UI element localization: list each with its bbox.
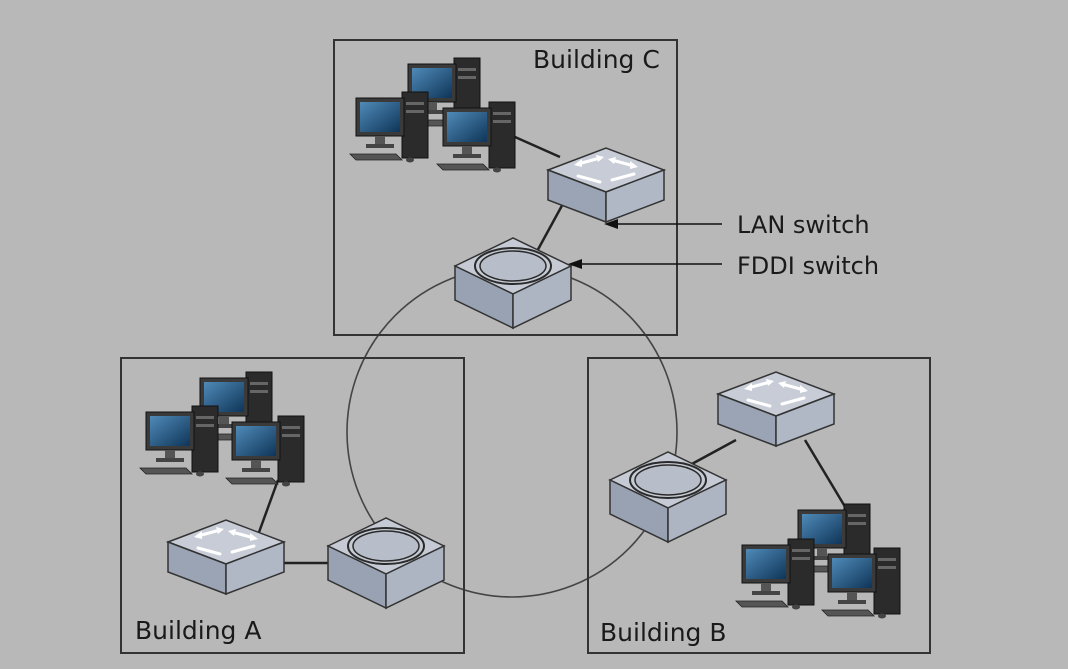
building-c-computers <box>349 57 516 173</box>
building-c-fddi-switch <box>454 237 572 329</box>
building-c-frame <box>333 39 678 336</box>
building-a-frame <box>120 357 465 654</box>
building-b-fddi-switch <box>609 451 727 543</box>
lan-switch-callout-arrow <box>604 219 722 229</box>
cable-b-lan-pcs <box>803 439 852 516</box>
building-a-lan-switch <box>166 518 286 596</box>
building-b-frame <box>587 357 931 654</box>
cable-c-lan-fddi <box>533 199 567 256</box>
fddi-switch-callout-arrow <box>568 259 722 269</box>
building-a-label: Building A <box>135 616 261 645</box>
building-a-computers <box>139 371 305 487</box>
building-a-fddi-switch <box>327 517 445 609</box>
building-c-lan-switch <box>546 146 666 224</box>
building-b-lan-switch <box>716 370 836 448</box>
lan-switch-callout: LAN switch <box>737 211 870 239</box>
cable-c-pcs-lan <box>514 135 561 159</box>
cable-b-fddi-lan <box>689 438 737 467</box>
building-b-computers <box>735 503 901 619</box>
cable-a-pcs-lan <box>256 479 280 536</box>
building-b-label: Building B <box>600 618 727 647</box>
fddi-switch-callout: FDDI switch <box>737 252 879 280</box>
building-c-label: Building C <box>533 45 660 74</box>
